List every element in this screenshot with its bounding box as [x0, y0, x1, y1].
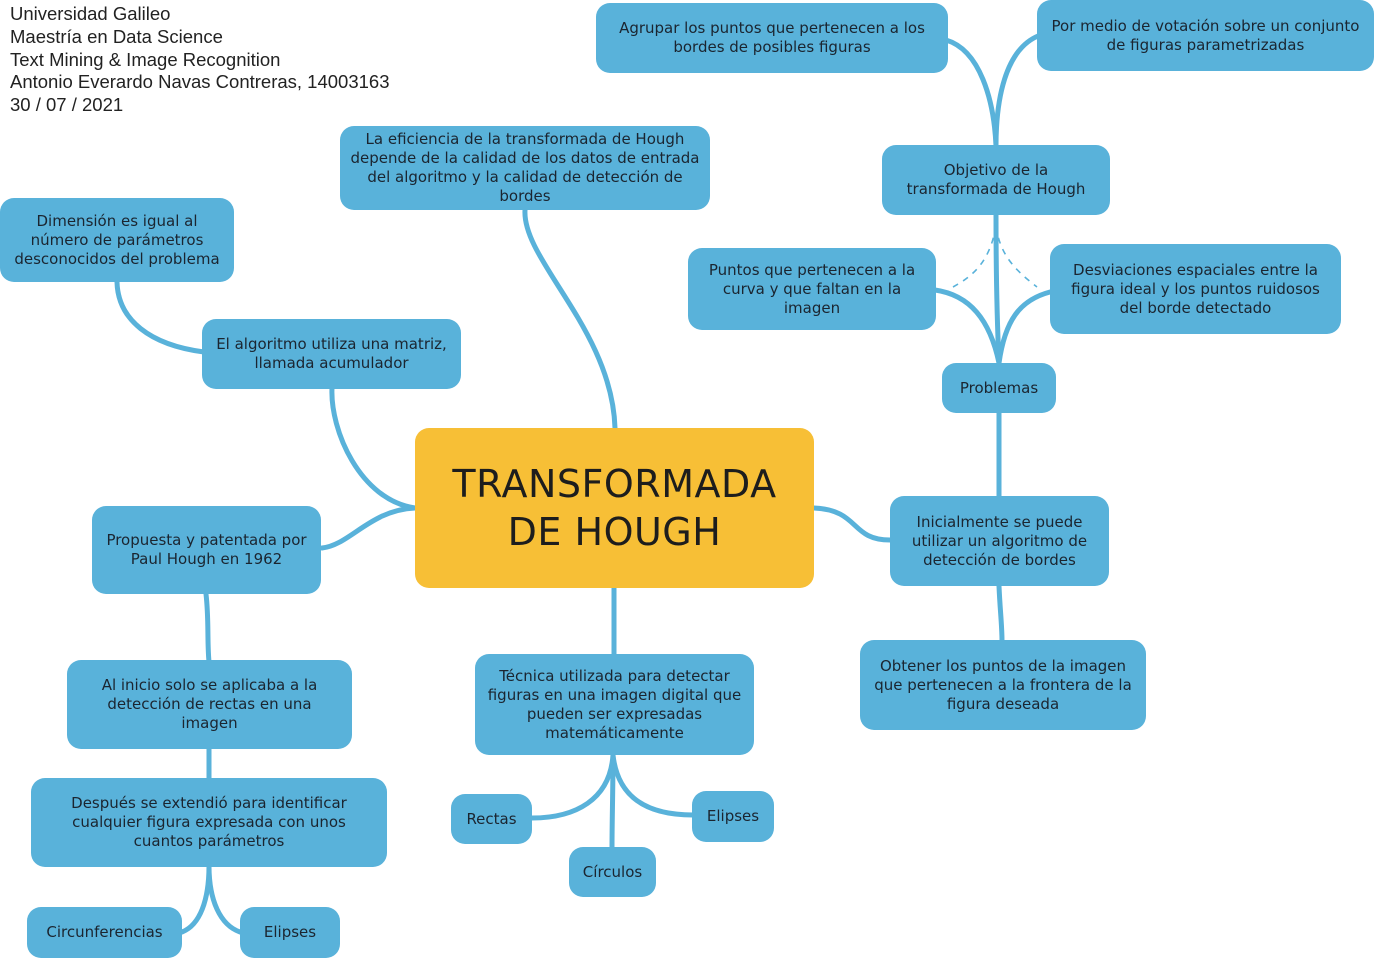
- node-problemas[interactable]: Problemas: [942, 363, 1056, 413]
- node-matriz[interactable]: El algoritmo utiliza una matriz, llamada…: [202, 319, 461, 389]
- central-title-line1: TRANSFORMADA: [452, 462, 777, 506]
- central-title-line2: DE HOUGH: [507, 510, 722, 554]
- link-circulos: [609, 752, 616, 851]
- link-matriz: [329, 385, 418, 511]
- link-dimension: [114, 279, 207, 355]
- link-puntos-curva: [932, 287, 1002, 366]
- node-tecnica[interactable]: Técnica utilizada para detectar figuras …: [475, 654, 754, 755]
- header-author: Antonio Everardo Navas Contreras, 140031…: [10, 71, 390, 93]
- link-inicialmente: [811, 505, 893, 543]
- node-objetivo[interactable]: Objetivo de la transformada de Hough: [882, 145, 1110, 215]
- link-al-inicio: [203, 591, 212, 665]
- link-eficiencia: [522, 207, 618, 431]
- central-topic[interactable]: TRANSFORMADA DE HOUGH: [415, 428, 814, 588]
- header-university: Universidad Galileo: [10, 3, 171, 24]
- link-objetivo: [993, 211, 1002, 366]
- link-desviaciones: [996, 289, 1053, 366]
- header-program: Maestría en Data Science: [10, 25, 223, 47]
- node-al-inicio[interactable]: Al inicio solo se aplicaba a la detecció…: [67, 660, 352, 749]
- node-agrupar[interactable]: Agrupar los puntos que pertenecen a los …: [596, 3, 948, 73]
- node-elipses-left[interactable]: Elipses: [240, 907, 340, 958]
- dashed-link-desviaciones: [995, 225, 1038, 288]
- link-rectas: [529, 752, 616, 821]
- header-block: Universidad Galileo Maestría en Data Sci…: [10, 3, 390, 117]
- link-circunferencias: [179, 863, 212, 935]
- node-votacion[interactable]: Por medio de votación sobre un conjunto …: [1037, 0, 1374, 71]
- node-dimension[interactable]: Dimensión es igual al número de parámetr…: [0, 198, 234, 282]
- node-rectas[interactable]: Rectas: [451, 794, 532, 844]
- link-votacion: [993, 33, 1041, 149]
- node-elipses-center[interactable]: Elipses: [692, 791, 774, 842]
- header-date: 30 / 07 / 2021: [10, 94, 124, 116]
- dashed-link-puntos-curva: [952, 225, 997, 288]
- node-despues[interactable]: Después se extendió para identificar cua…: [31, 778, 387, 867]
- node-inicialmente[interactable]: Inicialmente se puede utilizar un algori…: [890, 496, 1109, 586]
- link-agrupar: [943, 37, 999, 149]
- node-eficiencia[interactable]: La eficiencia de la transformada de Houg…: [340, 126, 710, 210]
- header-course: Text Mining & Image Recognition: [10, 48, 281, 70]
- node-obtener[interactable]: Obtener los puntos de la imagen que pert…: [860, 640, 1146, 730]
- node-desviaciones[interactable]: Desviaciones espaciales entre la figura …: [1050, 244, 1341, 334]
- node-circunferencias[interactable]: Circunferencias: [27, 907, 182, 958]
- node-circulos[interactable]: Círculos: [569, 847, 656, 897]
- link-propuesta: [319, 505, 418, 551]
- link-obtener: [996, 583, 1005, 644]
- link-elipses-left: [206, 863, 243, 935]
- node-puntos-curva[interactable]: Puntos que pertenecen a la curva y que f…: [688, 248, 936, 330]
- node-propuesta[interactable]: Propuesta y patentada por Paul Hough en …: [92, 506, 321, 594]
- link-elipses-center: [610, 752, 696, 818]
